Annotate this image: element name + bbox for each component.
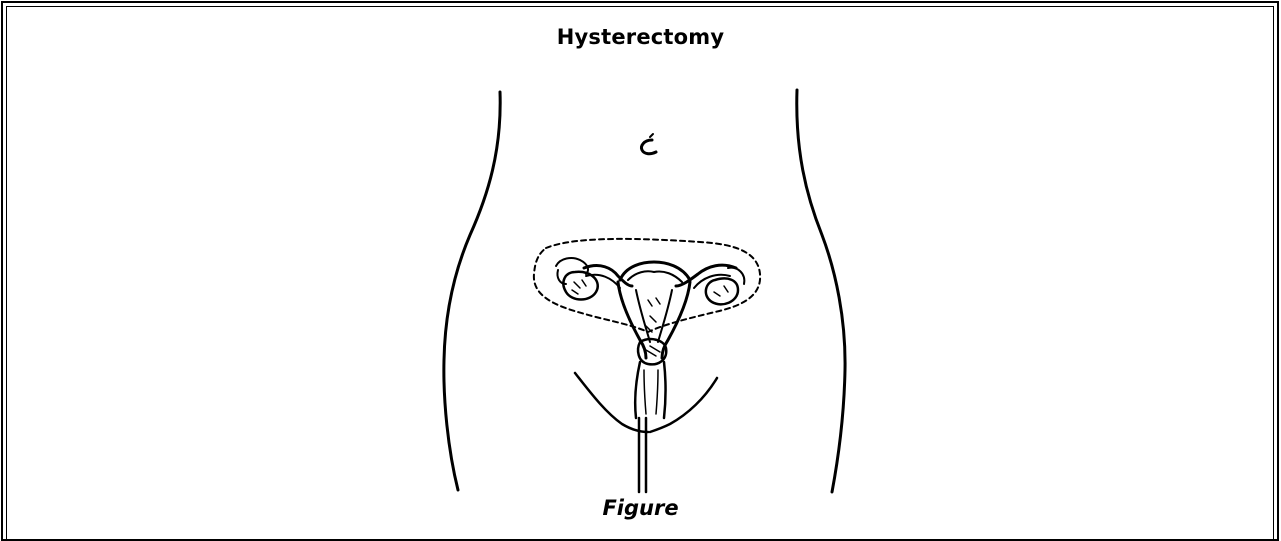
vaginal-canal <box>635 362 640 418</box>
groin-right-curve <box>650 378 717 432</box>
excision-outline <box>534 239 760 332</box>
uterus-body <box>618 282 646 358</box>
torso-left-outline <box>444 92 500 490</box>
torso-right-outline <box>797 90 845 492</box>
figure-caption: Figure <box>0 496 1281 520</box>
navel-mark <box>641 140 656 154</box>
vulva-midline <box>639 418 646 492</box>
left-ovary <box>563 272 597 300</box>
right-ovary <box>706 278 738 304</box>
